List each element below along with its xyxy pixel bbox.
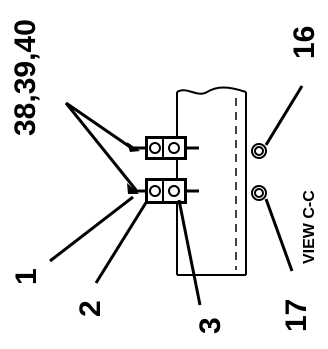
leader-2 [94, 200, 149, 284]
callout-17: 17 [280, 299, 313, 332]
callout-38-39-40: 38,39,40 [9, 19, 42, 136]
view-title: VIEW C-C [301, 190, 318, 264]
member-break-top [176, 86, 247, 95]
leader-38-upper [65, 101, 134, 151]
clamp-upper [129, 136, 199, 160]
callout-1: 1 [10, 268, 43, 285]
callout-2: 2 [74, 300, 107, 317]
tube-16 [251, 143, 267, 159]
callout-3: 3 [194, 317, 227, 334]
leader-3 [177, 199, 202, 306]
tube-17 [251, 185, 267, 201]
leader-1 [49, 195, 134, 263]
leader-16 [264, 85, 304, 146]
leader-17 [264, 198, 294, 272]
leader-lines [49, 85, 304, 306]
arrowheads [127, 142, 140, 194]
clamp-lower [129, 178, 199, 204]
callout-16: 16 [288, 26, 321, 59]
leader-38-lower [64, 102, 138, 191]
